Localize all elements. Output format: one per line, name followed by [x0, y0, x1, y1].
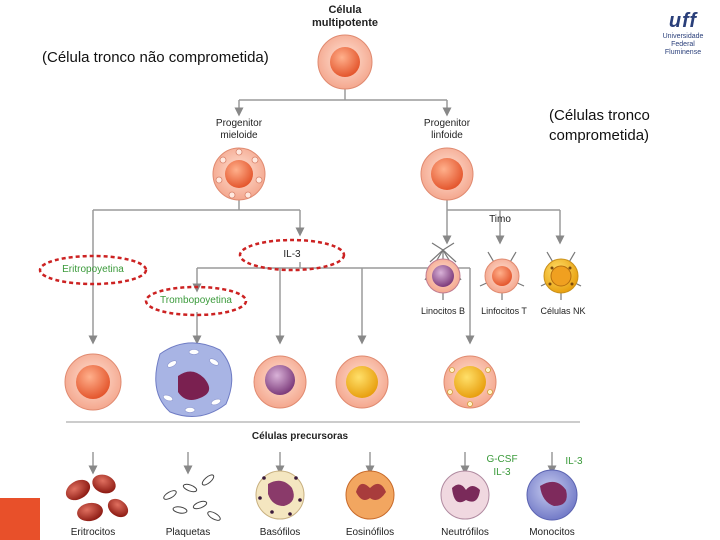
- bottom-accent-bar: [0, 498, 40, 540]
- monocyte-cell: [526, 469, 578, 521]
- nk-cell: [540, 251, 582, 300]
- connectors: [66, 88, 580, 475]
- note-committed-line2: comprometida): [549, 127, 650, 144]
- lymphoid-label: Progenitor linfoide: [407, 118, 487, 142]
- il3-monocyte-label: IL-3: [565, 456, 583, 467]
- lymphoid-label-line1: Progenitor: [423, 118, 471, 129]
- b-lymphocytes-label: Linocitos B: [420, 306, 466, 316]
- uff-logo-line2: Federal: [671, 41, 695, 48]
- final-label-eosinophils: Eosinófilos: [345, 527, 395, 538]
- multipotent-title-line2: multipotente: [312, 17, 378, 29]
- myeloid-label-line2: mieloide: [220, 130, 258, 141]
- final-label-basophils: Basófilos: [259, 527, 301, 538]
- il3-neutrophil-label: IL-3: [493, 467, 511, 478]
- precursors-label: Células precursoras: [251, 431, 349, 442]
- megakaryocyte-cell: [155, 342, 233, 417]
- basophil-cell: [255, 470, 305, 520]
- nk-cells-label: Células NK: [540, 306, 586, 316]
- lymphoid-label-line2: linfoide: [431, 130, 463, 141]
- myeloblast-neutrophil-cell: [443, 355, 497, 409]
- myeloblast-basophil-cell: [253, 355, 307, 409]
- final-label-neutrophils: Neutrófilos: [441, 527, 489, 538]
- final-label-monocytes: Monocitos: [529, 527, 575, 538]
- note-uncommitted: (Célula tronco não comprometida): [42, 49, 269, 66]
- multipotent-title-line1: Célula: [328, 4, 362, 16]
- note-committed-line1: (Células tronco: [549, 107, 650, 124]
- erythropoietin-label: Eritropoyetina: [62, 264, 124, 275]
- t-lymphocytes-label: Linfocitos T: [481, 306, 527, 316]
- uff-logo-mark: uff: [668, 10, 698, 32]
- platelets-cells: [163, 474, 221, 521]
- lymphoid-progenitor-cell: [420, 147, 474, 201]
- thymus-label: Timo: [489, 214, 511, 225]
- t-lymphocyte-cell: [479, 251, 525, 300]
- thrombopoietin-label: Trombopoyetina: [160, 295, 232, 306]
- myeloid-label-line1: Progenitor: [215, 118, 263, 129]
- b-lymphocyte-cell: [424, 242, 462, 300]
- eosinophil-cell: [345, 470, 395, 520]
- uff-logo: uff Universidade Federal Fluminense: [652, 10, 714, 66]
- uff-logo-line3: Fluminense: [664, 49, 702, 56]
- gcsf-label: G-CSF: [486, 454, 518, 465]
- myeloblast-eosinophil-cell: [335, 355, 389, 409]
- highlight-rings: [38, 238, 346, 317]
- erythrocytes-cells: [65, 474, 129, 522]
- myeloid-progenitor-cell: [212, 147, 266, 201]
- uff-logo-line1: Universidade: [662, 33, 704, 40]
- myeloid-label: Progenitor mieloide: [199, 118, 279, 142]
- multipotent-title: Célula multipotente: [300, 4, 390, 30]
- multipotent-cell: [317, 34, 373, 90]
- il3-label: IL-3: [283, 249, 301, 260]
- final-label-erythrocytes: Eritrocitos: [70, 527, 116, 538]
- erythroid-precursor-cell: [64, 353, 122, 411]
- neutrophil-cell: [440, 470, 490, 520]
- final-label-platelets: Plaquetas: [165, 527, 211, 538]
